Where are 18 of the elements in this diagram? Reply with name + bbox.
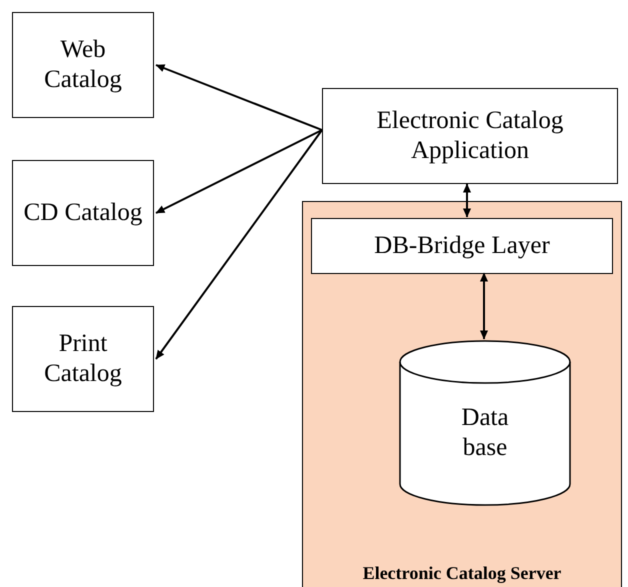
process-box	[12, 306, 154, 412]
node-label: Web Catalog	[43, 35, 123, 95]
arrow	[155, 129, 323, 360]
node-label: CD Catalog	[22, 198, 144, 228]
arrow	[156, 64, 322, 131]
node-label: Print Catalog	[43, 329, 123, 389]
arrow	[462, 184, 472, 218]
process-box	[12, 160, 154, 266]
process-box	[322, 88, 618, 184]
node-label: Electronic Catalog Application	[376, 106, 564, 166]
process-box	[12, 12, 154, 118]
container-title: Electronic Catalog Server	[362, 563, 562, 584]
node-label: Data base	[460, 403, 510, 463]
server-container	[302, 201, 622, 587]
arrow	[480, 272, 488, 340]
arrow	[156, 129, 322, 214]
process-box	[311, 218, 613, 274]
node-label: DB-Bridge Layer	[373, 231, 551, 261]
